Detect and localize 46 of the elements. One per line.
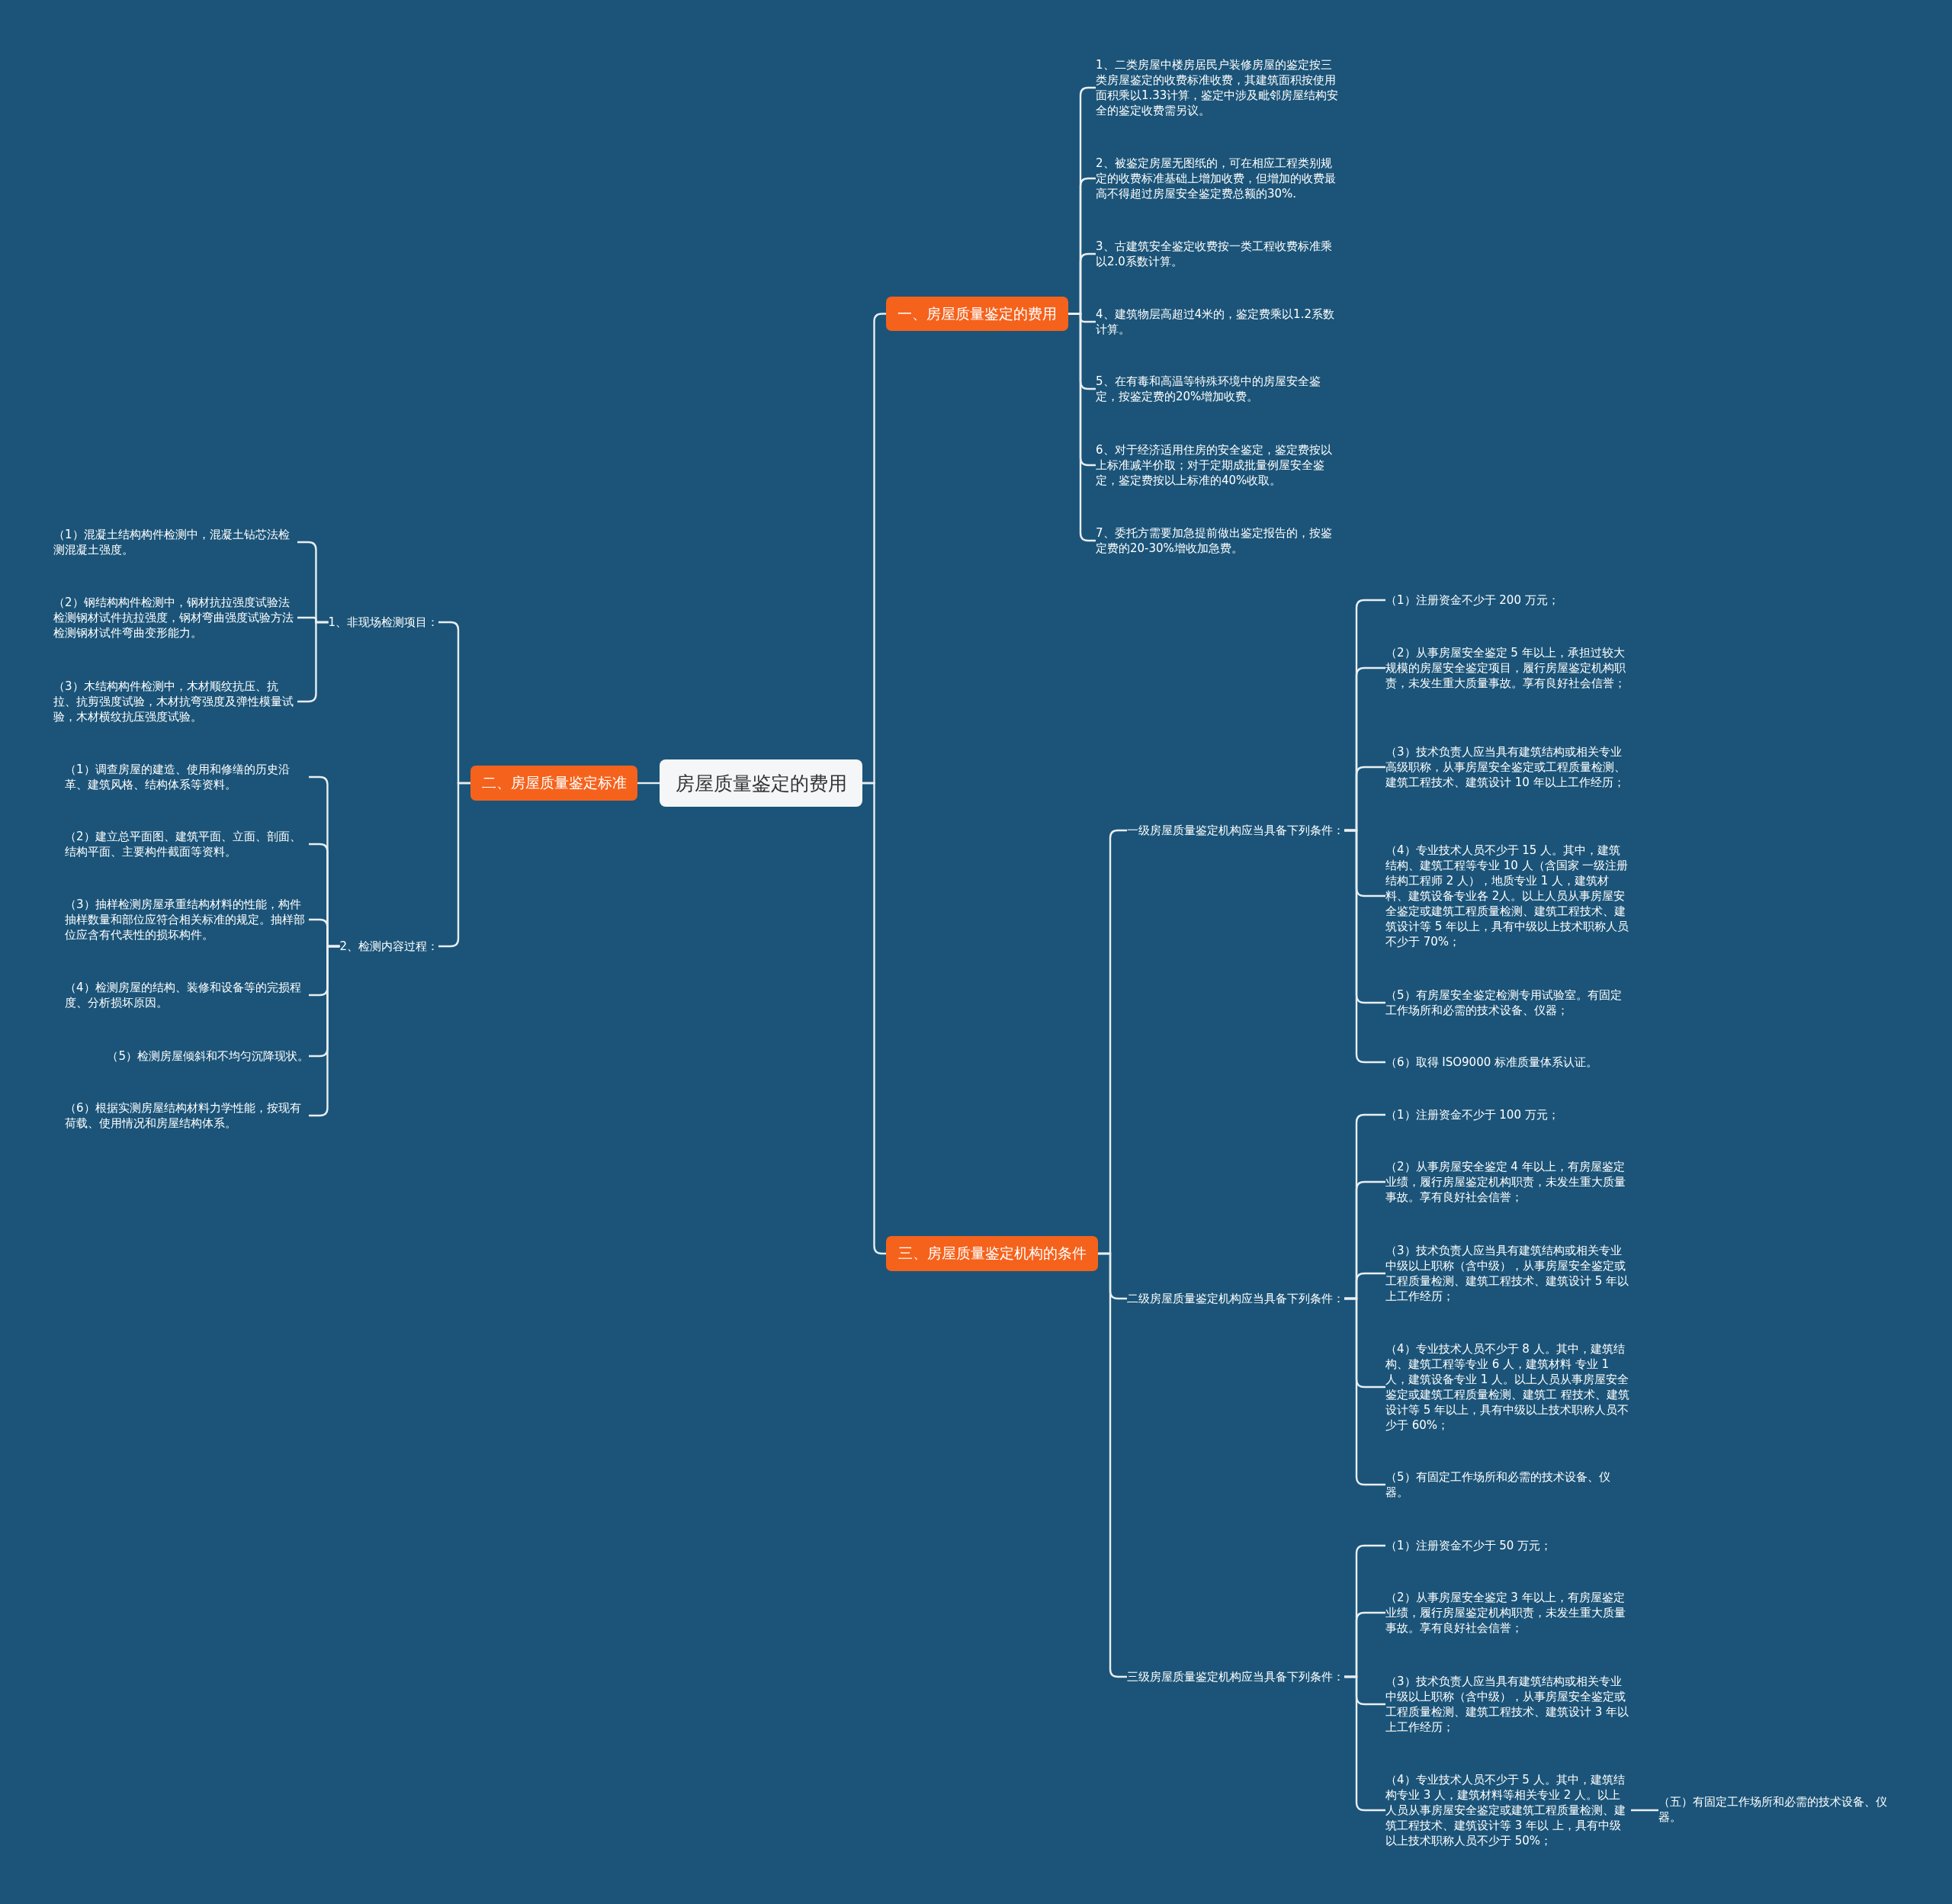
branch-text: （1）注册资金不少于 50 万元；	[1385, 1538, 1631, 1553]
connector-line	[1344, 829, 1385, 1064]
topic-box: 一、房屋质量鉴定的费用	[886, 297, 1068, 331]
topic-box: 二、房屋质量鉴定标准	[470, 766, 637, 801]
branch-text: （1）混凝土结构构件检测中，混凝土钻芯法检测混凝土强度。	[53, 527, 297, 557]
subtopic-text: 2、检测内容过程：	[339, 939, 438, 954]
subtopic-text: 1、非现场检测项目：	[328, 615, 438, 630]
topic-box: 三、房屋质量鉴定机构的条件	[886, 1236, 1098, 1271]
branch-text: 2、被鉴定房屋无图纸的，可在相应工程类别规定的收费标准基础上增加收费，但增加的收费最高不得超过房屋安全鉴定费总额的30%.	[1096, 156, 1341, 201]
branch-text: （五）有固定工作场所和必需的技术设备、仪器。	[1658, 1794, 1902, 1825]
branch-text: （2）建立总平面图、建筑平面、立面、剖面、结构平面、主要构件截面等资料。	[65, 829, 309, 859]
branch-text: （2）从事房屋安全鉴定 4 年以上，有房屋鉴定业绩，履行房屋鉴定机构职责，未发生重大质量事故。享有良好社会信誉；	[1385, 1159, 1631, 1205]
branch-text: （3）抽样检测房屋承重结构材料的性能，构件抽样数量和部位应符合相关标准的规定。抽样部位应含有代表性的损坏构件。	[65, 897, 309, 942]
branch-text: （6）根据实测房屋结构材料力学性能，按现有荷载、使用情况和房屋结构体系。	[65, 1100, 309, 1131]
branch-text: （3）木结构构件检测中，木材顺纹抗压、抗拉、抗剪强度试验，木材抗弯强度及弹性模量试验，木材横纹抗压强度试验。	[53, 679, 297, 724]
branch-text: 3、古建筑安全鉴定收费按一类工程收费标准乘以2.0系数计算。	[1096, 239, 1341, 269]
branch-text: （3）技术负责人应当具有建筑结构或相关专业高级职称，从事房屋安全鉴定或工程质量检测、建筑工程技术、建筑设计 10 年以上工作经历；	[1385, 744, 1631, 790]
branch-text: （2）钢结构构件检测中，钢材抗拉强度试验法检测钢材试件抗拉强度，钢材弯曲强度试验方法检测钢材试件弯曲变形能力。	[53, 595, 297, 641]
branch-text: （3）技术负责人应当具有建筑结构或相关专业中级以上职称（含中级），从事房屋安全鉴定或工程质量检测、建筑工程技术、建筑设计 3 年以上工作经历；	[1385, 1674, 1631, 1735]
branch-text: （4）专业技术人员不少于 15 人。其中，建筑结构、建筑工程等专业 10 人（含国家 一级注册结构工程师 2 人），地质专业 1 人，建筑材料、建筑设备专业各 2人。以上人员从事房屋安全鉴定或建筑工程质量检测、建筑工程技术、建筑设计等 5 年以上，具有中级以上技术职称人员不少于 70%；	[1385, 843, 1631, 949]
connector-line	[637, 782, 660, 785]
branch-text: 1、二类房屋中楼房居民户装修房屋的鉴定按三类房屋鉴定的收费标准收费，其建筑面积按使用面积乘以1.33计算，鉴定中涉及毗邻房屋结构安全的鉴定收费需另议。	[1096, 57, 1341, 118]
branch-text: 5、在有毒和高温等特殊环境中的房屋安全鉴定，按鉴定费的20%增加收费。	[1096, 374, 1341, 404]
branch-text: （5）检测房屋倾斜和不均匀沉降现状。	[107, 1048, 309, 1064]
connector-line	[1344, 1675, 1385, 1812]
branch-text: （3）技术负责人应当具有建筑结构或相关专业中级以上职称（含中级），从事房屋安全鉴定或工程质量检测、建筑工程技术、建筑设计 5 年以上工作经历；	[1385, 1243, 1631, 1304]
connector-line	[1631, 1809, 1658, 1812]
branch-text: 6、对于经济适用住房的安全鉴定，鉴定费按以上标准减半价取；对于定期成批量例屋安全鉴定，鉴定费按以上标准的40%收取。	[1096, 442, 1341, 488]
branch-text: （1）调查房屋的建造、使用和修缮的历史沿革、建筑风格、结构体系等资料。	[65, 762, 309, 792]
branch-text: （4）检测房屋的结构、装修和设备等的完损程度、分析损坏原因。	[65, 980, 309, 1010]
branch-text: （5）有固定工作场所和必需的技术设备、仪器。	[1385, 1469, 1631, 1500]
branch-text: 4、建筑物层高超过4米的，鉴定费乘以1.2系数计算。	[1096, 307, 1341, 337]
branch-text: （4）专业技术人员不少于 5 人。其中，建筑结构专业 3 人，建筑材料等相关专业 2 人。以上人员从事房屋安全鉴定或建筑工程质量检测、建筑工程技术、建筑设计等 3 年以 上，具有中级以上技术职称人员不少于 50%；	[1385, 1772, 1631, 1848]
branch-text: （4）专业技术人员不少于 8 人。其中，建筑结构、建筑工程等专业 6 人，建筑材料 专业 1 人，建筑设备专业 1 人。以上人员从事房屋安全鉴定或建筑工程质量检测、建筑工 程技术、建筑设计等 5 年以上，具有中级以上技术职称人员不少于 60%；	[1385, 1341, 1631, 1433]
branch-text: （5）有房屋安全鉴定检测专用试验室。有固定工作场所和必需的技术设备、仪器；	[1385, 987, 1631, 1018]
branch-text: （2）从事房屋安全鉴定 5 年以上，承担过较大规模的房屋安全鉴定项目，履行房屋鉴定机构职责，未发生重大质量事故。享有良好社会信誉；	[1385, 645, 1631, 691]
subtopic-text: 三级房屋质量鉴定机构应当具备下列条件：	[1127, 1669, 1344, 1684]
branch-text: （2）从事房屋安全鉴定 3 年以上，有房屋鉴定业绩，履行房屋鉴定机构职责，未发生重大质量事故。享有良好社会信誉；	[1385, 1590, 1631, 1636]
branch-text: （6）取得 ISO9000 标准质量体系认证。	[1385, 1055, 1631, 1070]
branch-text: （1）注册资金不少于 100 万元；	[1385, 1107, 1631, 1122]
subtopic-text: 二级房屋质量鉴定机构应当具备下列条件：	[1127, 1291, 1344, 1306]
central-topic-box: 房屋质量鉴定的费用	[660, 759, 862, 807]
branch-text: （1）注册资金不少于 200 万元；	[1385, 592, 1631, 608]
subtopic-text: 一级房屋质量鉴定机构应当具备下列条件：	[1127, 823, 1344, 838]
connector-line	[1344, 1297, 1385, 1486]
branch-text: 7、委托方需要加急提前做出鉴定报告的，按鉴定费的20-30%增收加急费。	[1096, 525, 1341, 556]
